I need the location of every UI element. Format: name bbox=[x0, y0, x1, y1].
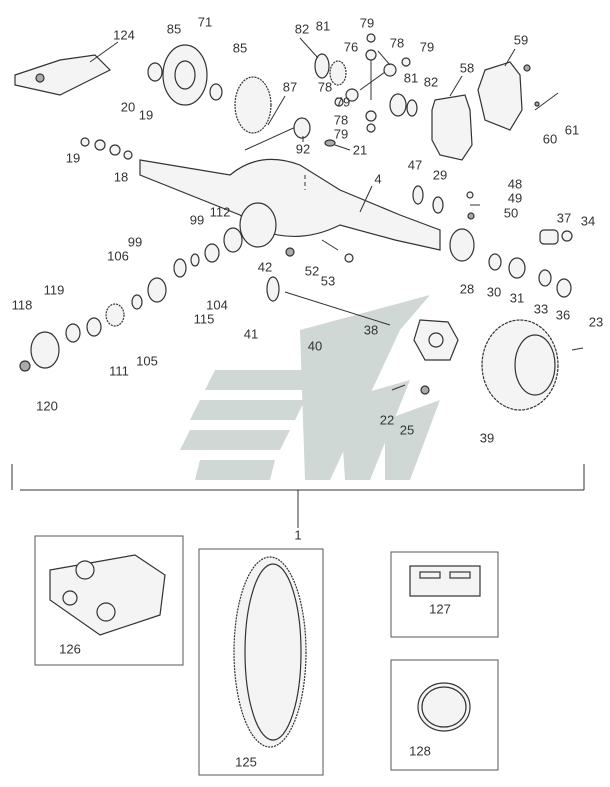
callout: 128 bbox=[409, 743, 431, 758]
callout: 28 bbox=[460, 281, 474, 296]
callout: 81 bbox=[404, 70, 418, 85]
callout: 36 bbox=[556, 307, 570, 322]
callout: 105 bbox=[136, 353, 158, 368]
callout: 87 bbox=[283, 79, 297, 94]
inset-125 bbox=[198, 548, 324, 776]
callout: 79 bbox=[334, 126, 348, 141]
callout: 126 bbox=[59, 641, 81, 656]
callout: 58 bbox=[460, 60, 474, 75]
callout: 106 bbox=[107, 248, 129, 263]
callout: 4 bbox=[374, 171, 381, 186]
callout: 52 bbox=[305, 263, 319, 278]
callout: 85 bbox=[233, 40, 247, 55]
callout: 49 bbox=[508, 190, 522, 205]
callout: 38 bbox=[364, 322, 378, 337]
callout: 119 bbox=[44, 282, 65, 297]
callout: 48 bbox=[508, 176, 522, 191]
callout: 99 bbox=[128, 234, 142, 249]
callout: 30 bbox=[487, 284, 501, 299]
callout: 124 bbox=[113, 27, 135, 42]
callout: 78 bbox=[318, 79, 332, 94]
callout: 112 bbox=[210, 204, 231, 219]
callout: 71 bbox=[198, 14, 212, 29]
callout: 40 bbox=[308, 338, 322, 353]
callout: 104 bbox=[206, 297, 228, 312]
callout: 37 bbox=[557, 210, 571, 225]
callout: 31 bbox=[510, 290, 524, 305]
callout: 19 bbox=[66, 150, 80, 165]
callout: 1 bbox=[294, 527, 301, 542]
watermark-logo bbox=[180, 295, 440, 480]
callout: 19 bbox=[139, 107, 153, 122]
callout: 125 bbox=[235, 754, 257, 769]
callout: 81 bbox=[316, 18, 330, 33]
callout: 50 bbox=[504, 205, 518, 220]
callout: 78 bbox=[334, 112, 348, 127]
callout: 47 bbox=[408, 157, 422, 172]
callout: 25 bbox=[400, 422, 414, 437]
inset-127 bbox=[390, 551, 499, 638]
ring-gear bbox=[234, 76, 272, 134]
callout: 78 bbox=[390, 35, 404, 50]
callout: 118 bbox=[12, 297, 33, 312]
callout: 76 bbox=[344, 39, 358, 54]
callout: 18 bbox=[114, 169, 128, 184]
callout: 59 bbox=[514, 32, 528, 47]
callout: 111 bbox=[109, 363, 129, 378]
bracket-124 bbox=[14, 54, 112, 96]
callout: 39 bbox=[480, 430, 494, 445]
callout-labels: 124 85 71 85 82 81 79 76 78 79 59 58 87 … bbox=[12, 14, 604, 769]
axle-housing-4 bbox=[139, 158, 441, 251]
callout: 42 bbox=[258, 259, 272, 274]
callout: 53 bbox=[321, 273, 335, 288]
callout: 92 bbox=[296, 141, 310, 156]
callout: 115 bbox=[194, 311, 215, 326]
callout: 79 bbox=[360, 15, 374, 30]
cover-59 bbox=[477, 61, 523, 131]
callout: 60 bbox=[543, 131, 557, 146]
callout: 79 bbox=[336, 94, 350, 109]
callout: 23 bbox=[589, 314, 603, 329]
callout: 33 bbox=[534, 301, 548, 316]
hub-28 bbox=[449, 228, 475, 262]
callout: 85 bbox=[167, 21, 181, 36]
bearing-85 bbox=[147, 62, 163, 82]
callout: 79 bbox=[420, 39, 434, 54]
parts bbox=[14, 33, 584, 411]
callout: 82 bbox=[424, 74, 438, 89]
inset-128 bbox=[390, 659, 499, 771]
nut-118 bbox=[30, 331, 60, 369]
callout: 41 bbox=[244, 326, 258, 341]
inset-126 bbox=[34, 535, 184, 666]
callout: 34 bbox=[581, 213, 595, 228]
callout: 20 bbox=[121, 99, 135, 114]
callout: 120 bbox=[36, 398, 58, 413]
callout: 82 bbox=[295, 21, 309, 36]
callout: 22 bbox=[380, 412, 394, 427]
callout: 29 bbox=[433, 167, 447, 182]
gasket-58 bbox=[431, 94, 473, 161]
callout: 61 bbox=[565, 122, 579, 137]
callout: 127 bbox=[429, 601, 451, 616]
callout: 99 bbox=[190, 212, 204, 227]
callout: 21 bbox=[353, 142, 367, 157]
bearing-85b bbox=[209, 83, 223, 101]
leader-lines bbox=[11, 37, 585, 528]
